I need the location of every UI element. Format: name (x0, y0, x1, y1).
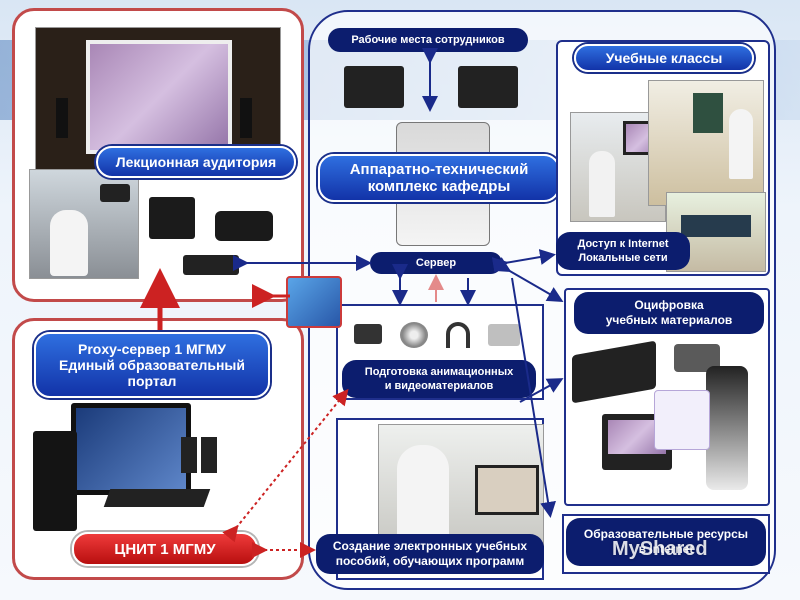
proxy-server-label: Proxy-сервер 1 МГМУ Единый образовательн… (34, 332, 270, 398)
internet-access-label: Доступ к Internet Локальные сети (556, 232, 690, 270)
cnit-keyboard (103, 489, 211, 507)
ebooks-label: Создание электронных учебных пособий, об… (316, 534, 544, 574)
projection-screen-image (86, 40, 232, 154)
cnit-speaker-2 (201, 437, 217, 473)
film-reel-icon (400, 322, 428, 348)
cnit-speaker-1 (181, 437, 197, 473)
classes-label: Учебные классы (574, 44, 754, 72)
laptop-right (458, 66, 518, 108)
projector-device (100, 184, 130, 202)
cnit-tower (33, 431, 77, 531)
lab-monitor (475, 465, 539, 515)
speaker-left (56, 98, 68, 138)
classroom-person-1 (589, 151, 615, 217)
server-label: Сервер (370, 252, 502, 274)
speaker-right (240, 98, 252, 138)
classroom-monitors (681, 215, 751, 237)
complex-title: Аппаратно-технический комплекс кафедры (318, 154, 560, 202)
workstations-label: Рабочие места сотрудников (328, 28, 528, 52)
document-icon (654, 390, 710, 450)
classroom-board (693, 93, 723, 133)
classroom-person-2 (729, 109, 753, 179)
student-figure (397, 445, 449, 543)
lecture-projector (215, 211, 273, 241)
person-figure (50, 210, 88, 276)
lab-photo (378, 424, 544, 546)
edresources-label: Образовательные ресурсы в Internet (566, 518, 766, 566)
cnit-monitor (71, 403, 191, 495)
watermark-text: MyShared (612, 538, 708, 560)
animation-label: Подготовка анимационных и видеоматериало… (342, 360, 536, 398)
scanner-device (572, 340, 656, 404)
photo-camera-icon (488, 324, 520, 346)
lecture-media-box (183, 255, 239, 275)
cnit-label: ЦНИТ 1 МГМУ (72, 532, 258, 566)
lecturer-photo (29, 169, 139, 279)
digitize-label: Оцифровка учебных материалов (574, 292, 764, 334)
laptop-left (344, 66, 404, 108)
microscope-device (706, 366, 748, 490)
videocamera-icon (354, 324, 382, 344)
headphones-icon (446, 322, 470, 348)
network-icon (286, 276, 342, 328)
classroom-photo-2 (648, 80, 764, 206)
lecture-hall-label: Лекционная аудитория (96, 146, 296, 178)
lecture-monitor (149, 197, 195, 239)
